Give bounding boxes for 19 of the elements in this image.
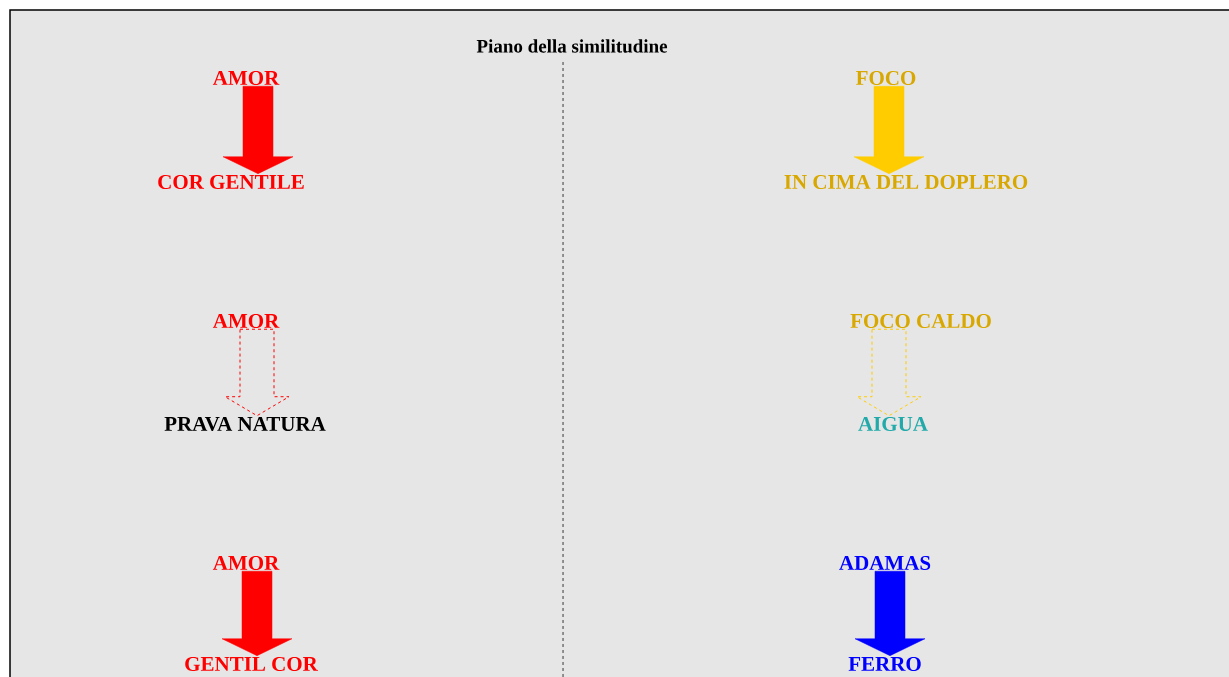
word-label: PRAVA NATURA [164,416,326,432]
block-arrow [854,571,926,656]
block-arrow [856,328,922,417]
word-label: IN CIMA DEL DOPLERO [784,174,1028,190]
block-arrow [224,328,290,417]
word-label: GENTIL COR [185,656,318,672]
word-label: AIGUA [858,416,928,432]
block-arrow [221,571,293,656]
title: Piano della similitudine [476,39,668,53]
word-label: COR GENTILE [158,174,304,190]
word-label: AMOR [212,555,280,571]
word-label: FERRO [848,656,921,672]
word-label: AMOR [212,70,280,86]
block-arrow [222,86,294,174]
word-label: ADAMAS [839,555,931,571]
block-arrow [853,86,925,174]
word-label: FOCO CALDO [850,313,991,329]
word-label: FOCO [856,70,916,86]
word-label: AMOR [212,313,280,329]
